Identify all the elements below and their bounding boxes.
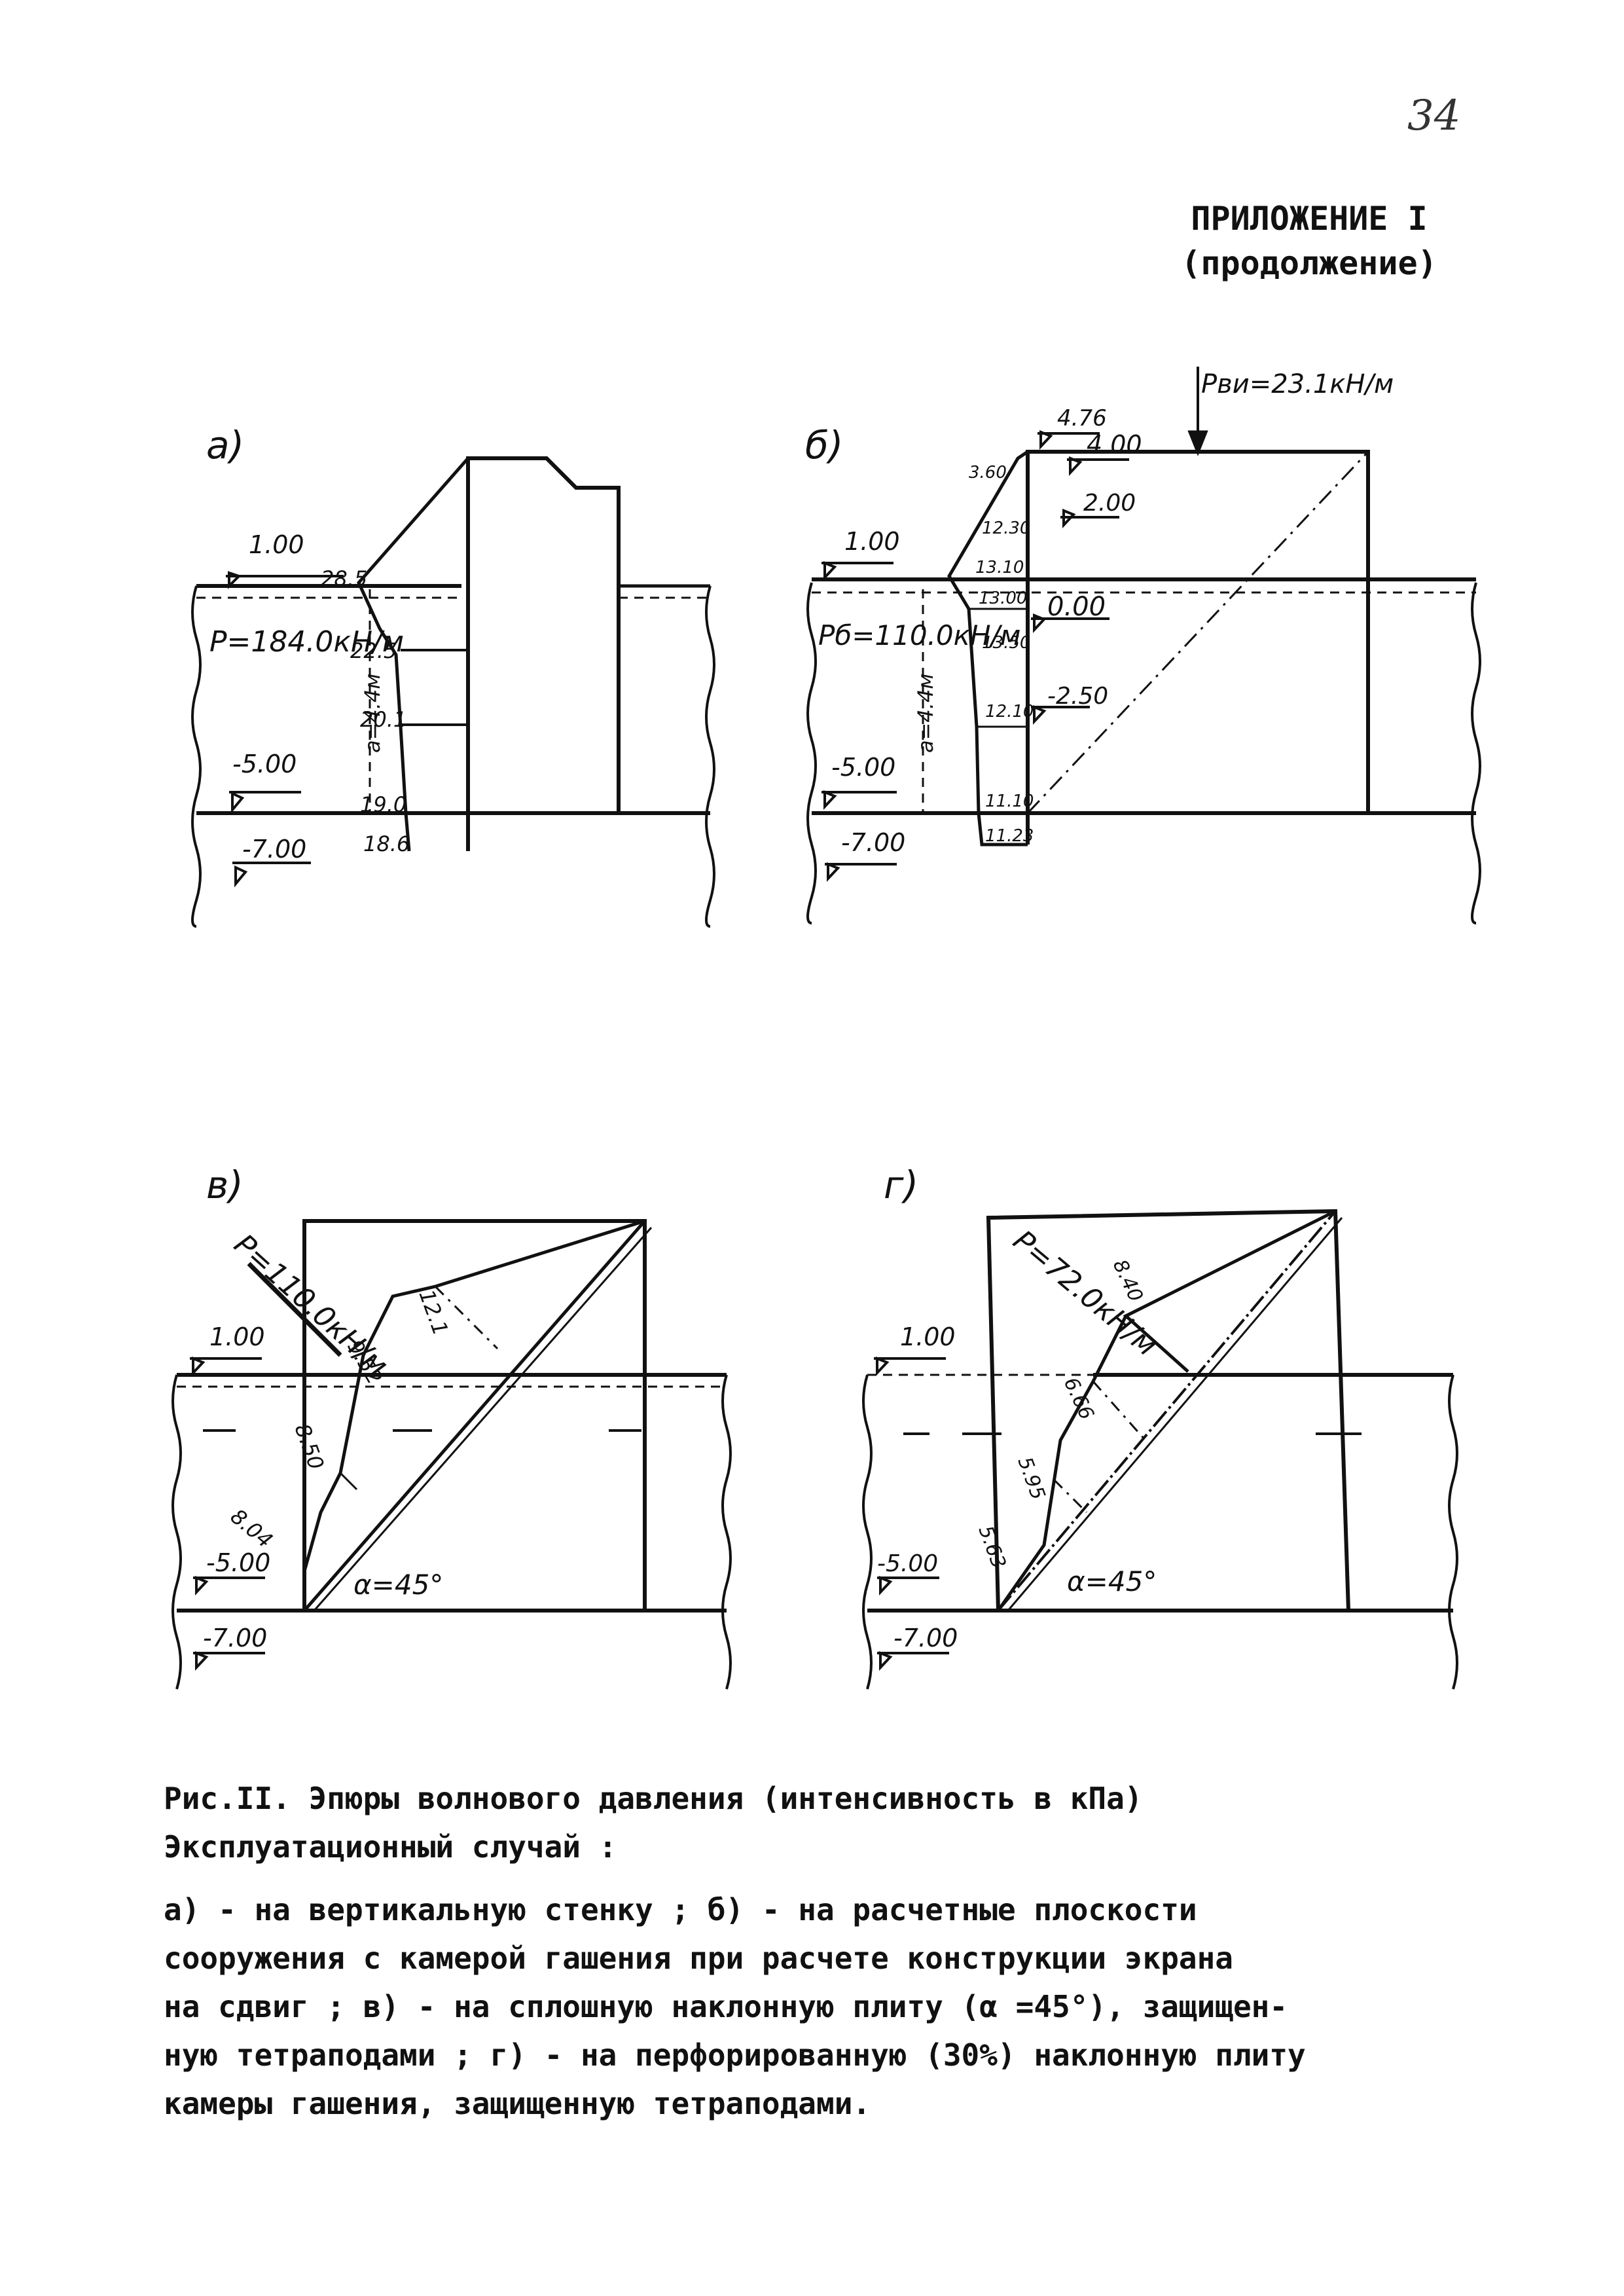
figure-b-value-5: 13.50: [982, 633, 1030, 653]
figure-b-value-1: 3.60: [969, 463, 1007, 483]
figure-v-water-left-edge: [171, 1374, 182, 1690]
figure-a-a-dimension: a=4.4м: [360, 674, 385, 753]
figure-v-value-1: 12.1: [414, 1286, 453, 1339]
figure-b-a-dimension: a=4.4м: [913, 674, 938, 753]
figure-a-value-4: 19.0: [360, 792, 406, 817]
figure-b-value-8: 11.23: [985, 826, 1034, 846]
figure-b-level-5: 0.00: [1047, 592, 1106, 622]
figure-a-label: а): [206, 423, 244, 467]
figure-v-level-base: -7.00: [203, 1624, 267, 1652]
figure-b-level-3: 2.00: [1083, 490, 1136, 517]
figure-g-level-top: 1.00: [900, 1322, 956, 1351]
figure-g-level-base: -7.00: [893, 1624, 958, 1652]
figure-a-level-top: 1.00: [249, 530, 304, 559]
figure-g-value-4: 5.63: [973, 1523, 1010, 1572]
figure-v: в) 1.00 -5.00 -7.00 P=110.0кН/м 12.1 9.5…: [171, 1163, 732, 1690]
caption-line-2: Эксплуатационный случай :: [164, 1829, 617, 1865]
figure-b-value-6: 12.10: [985, 702, 1034, 721]
figure-b-value-4: 13.00: [979, 589, 1027, 608]
caption-line-6: ную тетраподами ; г) - на перфорированну…: [164, 2037, 1306, 2073]
figure-v-level-top: 1.00: [209, 1322, 265, 1351]
page-number: 34: [1407, 92, 1461, 140]
figure-v-value-3: 8.50: [289, 1421, 329, 1473]
figure-g-epure: [996, 1209, 1337, 1612]
figure-b-force: Pб=110.0кН/м: [818, 619, 1020, 651]
figure-v-value-4: 8.04: [226, 1504, 278, 1553]
figure-caption: Рис.II. Эпюры волнового давления (интенс…: [164, 1774, 1473, 2128]
figure-a-value-2: 22.5: [350, 638, 397, 663]
figure-b-water-right-edge: [1471, 582, 1481, 924]
figure-b: б) Pви=23.1кН/м 4.76 4.00 2.00 1.00 0.00…: [805, 367, 1481, 924]
figure-a-value-1: 28.5: [321, 566, 367, 591]
figure-a: а) 1.00 -5.00 -7.00 P=184.0кН/м a=4.4м 2…: [191, 423, 715, 928]
figure-g-water-right-edge: [1448, 1374, 1458, 1690]
figure-b-top-force: Pви=23.1кН/м: [1201, 369, 1394, 399]
figure-v-level-bottom: -5.00: [206, 1548, 270, 1577]
figure-b-level-8: -7.00: [841, 828, 905, 857]
figure-g-slab: [997, 1210, 1337, 1612]
figure-b-level-1: 4.76: [1057, 405, 1107, 431]
caption-line-7: камеры гашения, защищенную тетраподами.: [164, 2086, 871, 2121]
figure-v-label: в): [206, 1163, 244, 1207]
figure-b-level-7: -5.00: [831, 753, 895, 782]
caption-line-4: сооружения с камерой гашения при расчете…: [164, 1941, 1233, 1976]
figure-b-value-3: 13.10: [975, 558, 1024, 577]
figure-g-label: г): [884, 1163, 918, 1207]
figure-g-value-3: 5.95: [1013, 1454, 1049, 1503]
caption-line-5: на сдвиг ; в) - на сплошную наклонную пл…: [164, 1989, 1288, 2024]
figure-g-angle: α=45°: [1067, 1565, 1157, 1597]
figure-g-chamber: [986, 1209, 1350, 1611]
figure-b-level-6: -2.50: [1047, 683, 1108, 710]
figure-v-angle: α=45°: [353, 1569, 443, 1601]
appendix-heading: ПРИЛОЖЕНИЕ I (продолжение): [1139, 196, 1479, 285]
figure-a-force: P=184.0кН/м: [209, 625, 404, 659]
figure-v-slab: [303, 1220, 646, 1612]
figure-b-level-4: 1.00: [844, 527, 900, 556]
figure-a-value-3: 20.1: [360, 707, 406, 732]
figure-v-epure: [302, 1219, 645, 1572]
figures-canvas: а) 1.00 -5.00 -7.00 P=184.0кН/м a=4.4м 2…: [171, 367, 1481, 1690]
figure-v-water-right-edge: [721, 1374, 732, 1690]
figure-b-level-2: 4.00: [1087, 430, 1142, 459]
figure-a-level-bottom: -5.00: [232, 750, 297, 778]
figure-a-value-5: 18.6: [363, 831, 410, 856]
figure-a-water-right-edge: [705, 585, 715, 928]
figure-g-water-left-edge: [862, 1374, 873, 1690]
figure-g-level-bottom: -5.00: [877, 1550, 938, 1577]
figure-b-value-2: 12.30: [982, 519, 1030, 538]
figure-b-label: б): [805, 423, 843, 467]
figure-a-wall: [466, 456, 621, 851]
figure-b-water-left-edge: [806, 582, 817, 924]
figure-b-value-7: 11.10: [985, 792, 1034, 811]
caption-line-3: а) - на вертикальную стенку ; б) - на ра…: [164, 1892, 1197, 1927]
figure-v-chamber: [302, 1219, 647, 1613]
figure-b-epure: [947, 450, 1029, 847]
caption-line-1: Рис.II. Эпюры волнового давления (интенс…: [164, 1781, 1143, 1816]
appendix-subtitle: (продолжение): [1181, 244, 1437, 282]
figure-g: г) 1.00 -5.00 -7.00 P=72.0кН/м 8.40 6.66…: [862, 1163, 1458, 1690]
figure-a-water-left-edge: [191, 585, 202, 928]
figure-a-level-base: -7.00: [242, 835, 306, 864]
appendix-title: ПРИЛОЖЕНИЕ I: [1191, 200, 1428, 238]
